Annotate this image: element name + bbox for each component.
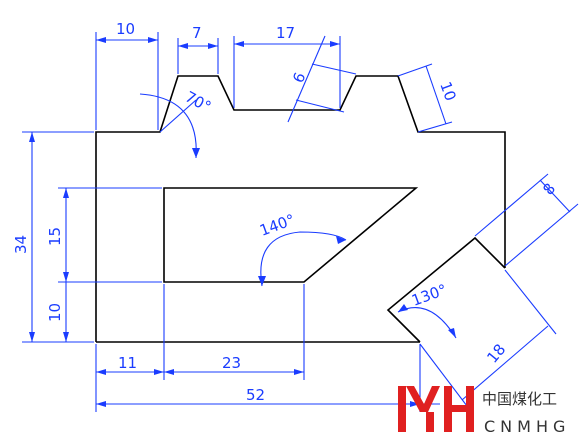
dim-label-70: 70° <box>182 88 214 116</box>
angled-slot <box>386 236 506 343</box>
watermark-logo: 中国煤化工 CNMHG <box>398 386 570 436</box>
outer-profile <box>95 75 506 343</box>
dimension-lines <box>22 32 579 412</box>
logo-cn-text: 中国煤化工 <box>482 390 557 408</box>
part-outline <box>95 75 506 343</box>
dim-label-52: 52 <box>246 386 265 404</box>
arrowheads <box>29 37 456 407</box>
logo-en-text: CNMHG <box>484 417 570 436</box>
dim-label-140: 140° <box>257 210 297 239</box>
dim-label-7: 7 <box>192 24 202 42</box>
dim-label-23: 23 <box>222 354 241 372</box>
dim-label-10-top: 10 <box>116 20 135 38</box>
dim-label-10-left: 10 <box>46 303 64 322</box>
dim-label-10-right: 10 <box>436 79 459 103</box>
dimension-labels: 10 7 17 6 10 70° 34 15 10 140° 8 130° 18… <box>12 20 559 404</box>
dim-label-15: 15 <box>46 227 64 246</box>
dim-label-130: 130° <box>409 280 449 309</box>
logo-mark-icon <box>398 386 474 432</box>
dim-label-8: 8 <box>539 180 559 199</box>
dim-label-11: 11 <box>118 354 137 372</box>
dim-label-17: 17 <box>276 24 295 42</box>
dim-label-6: 6 <box>289 70 309 86</box>
dim-label-34: 34 <box>12 235 30 254</box>
inner-cutout <box>163 187 419 283</box>
